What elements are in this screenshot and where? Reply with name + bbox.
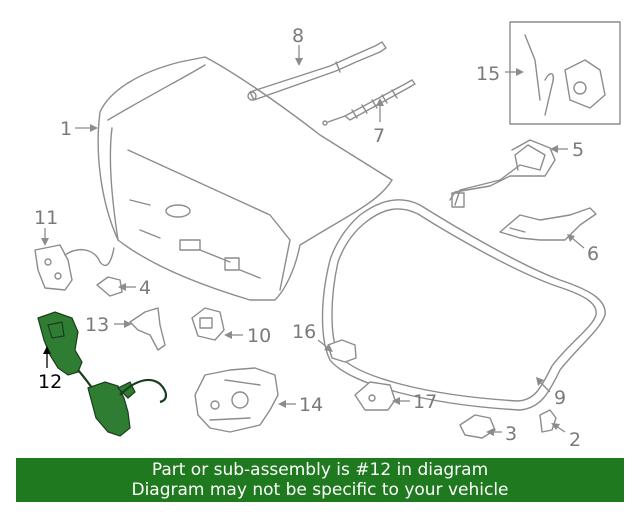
trunk-lid-part xyxy=(97,56,393,301)
striker-part xyxy=(354,381,396,411)
pad-part xyxy=(459,414,496,439)
sensor-part xyxy=(327,339,357,363)
part-label-15: 15 xyxy=(476,63,500,85)
part-label-9: 9 xyxy=(554,387,566,409)
part-label-8: 8 xyxy=(292,25,304,47)
banner-line-1: Part or sub-assembly is #12 in diagram xyxy=(151,460,489,480)
torsion-spring-part xyxy=(322,79,416,126)
leader-lines xyxy=(41,45,585,436)
part-label-2: 2 xyxy=(569,429,581,451)
switch-part xyxy=(191,307,225,341)
latch-part xyxy=(194,367,279,433)
info-banner: Part or sub-assembly is #12 in diagram D… xyxy=(16,458,624,502)
clip-part xyxy=(96,276,123,297)
hinge-bracket-part xyxy=(499,207,597,241)
gas-strut-part xyxy=(247,41,387,101)
part-label-1: 1 xyxy=(60,118,72,140)
part-label-11: 11 xyxy=(34,207,58,229)
bumper-stop-part xyxy=(539,409,557,433)
highlighted-part-12 xyxy=(37,311,168,437)
part-label-10: 10 xyxy=(247,325,271,347)
parts-diagram: 1 8 7 15 5 6 11 4 13 10 16 14 17 9 3 2 1… xyxy=(34,21,621,451)
part-label-6: 6 xyxy=(587,243,599,265)
part-label-17: 17 xyxy=(413,391,437,413)
part-label-16: 16 xyxy=(292,321,316,343)
part-label-13: 13 xyxy=(85,314,109,336)
bracket-part xyxy=(129,307,166,351)
part-label-7: 7 xyxy=(373,125,385,147)
key-set-part xyxy=(509,21,621,125)
hinge-part xyxy=(449,139,556,208)
banner-line-2: Diagram may not be specific to your vehi… xyxy=(131,480,509,500)
actuator-part xyxy=(34,244,115,291)
part-label-14: 14 xyxy=(299,394,323,416)
weatherstrip-part xyxy=(321,199,606,411)
part-label-4: 4 xyxy=(139,277,151,299)
part-label-3: 3 xyxy=(505,423,517,445)
part-label-5: 5 xyxy=(572,139,584,161)
part-label-12: 12 xyxy=(38,371,62,393)
